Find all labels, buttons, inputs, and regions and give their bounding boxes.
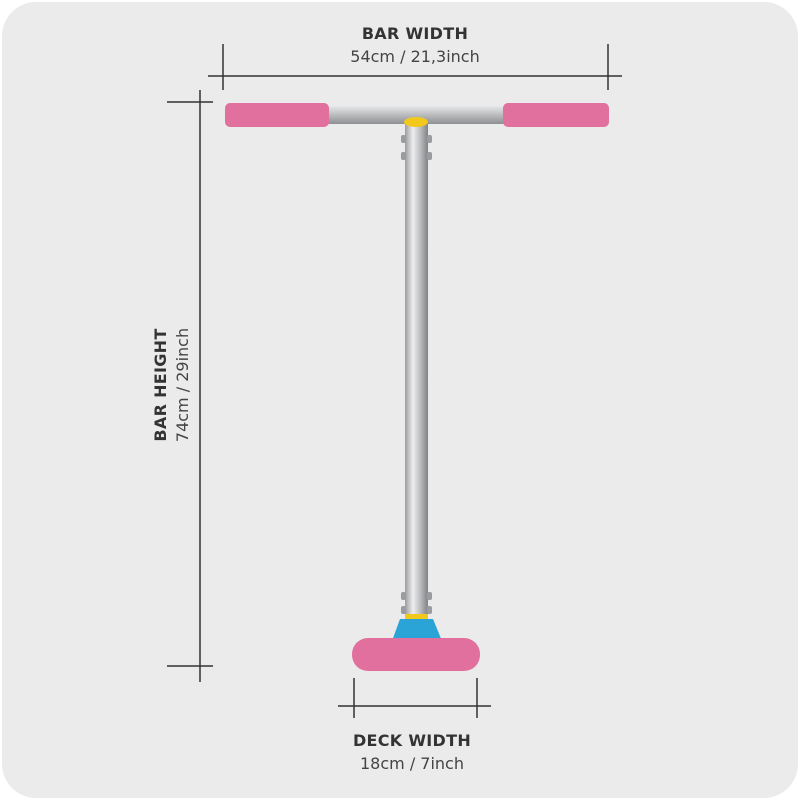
bar-width-title: BAR WIDTH <box>361 24 469 43</box>
bar-height-title: BAR HEIGHT <box>151 328 170 442</box>
bar-width-dimension-line <box>208 44 622 90</box>
deck-width-label: DECK WIDTH 18cm / 7inch <box>312 731 512 773</box>
deck-width-value: 18cm / 7inch <box>359 754 464 773</box>
handlebar-crossbar <box>320 106 510 124</box>
bar-width-value: 54cm / 21,3inch <box>350 47 480 66</box>
deck-width-title: DECK WIDTH <box>352 731 472 750</box>
bar-height-value: 74cm / 29inch <box>173 327 192 443</box>
deck <box>352 638 480 671</box>
left-grip <box>225 103 329 127</box>
top-clamp <box>404 117 428 127</box>
stem-tube <box>405 122 428 620</box>
bar-height-label: BAR HEIGHT 74cm / 29inch <box>150 328 194 442</box>
bottom-ring <box>405 614 428 619</box>
clamp-bolts <box>401 135 432 614</box>
bar-height-dimension-line <box>167 90 213 682</box>
bar-width-label: BAR WIDTH 54cm / 21,3inch <box>315 24 515 66</box>
right-grip <box>503 103 609 127</box>
deck-width-dimension-line <box>338 678 491 718</box>
deck-collar <box>392 619 442 641</box>
